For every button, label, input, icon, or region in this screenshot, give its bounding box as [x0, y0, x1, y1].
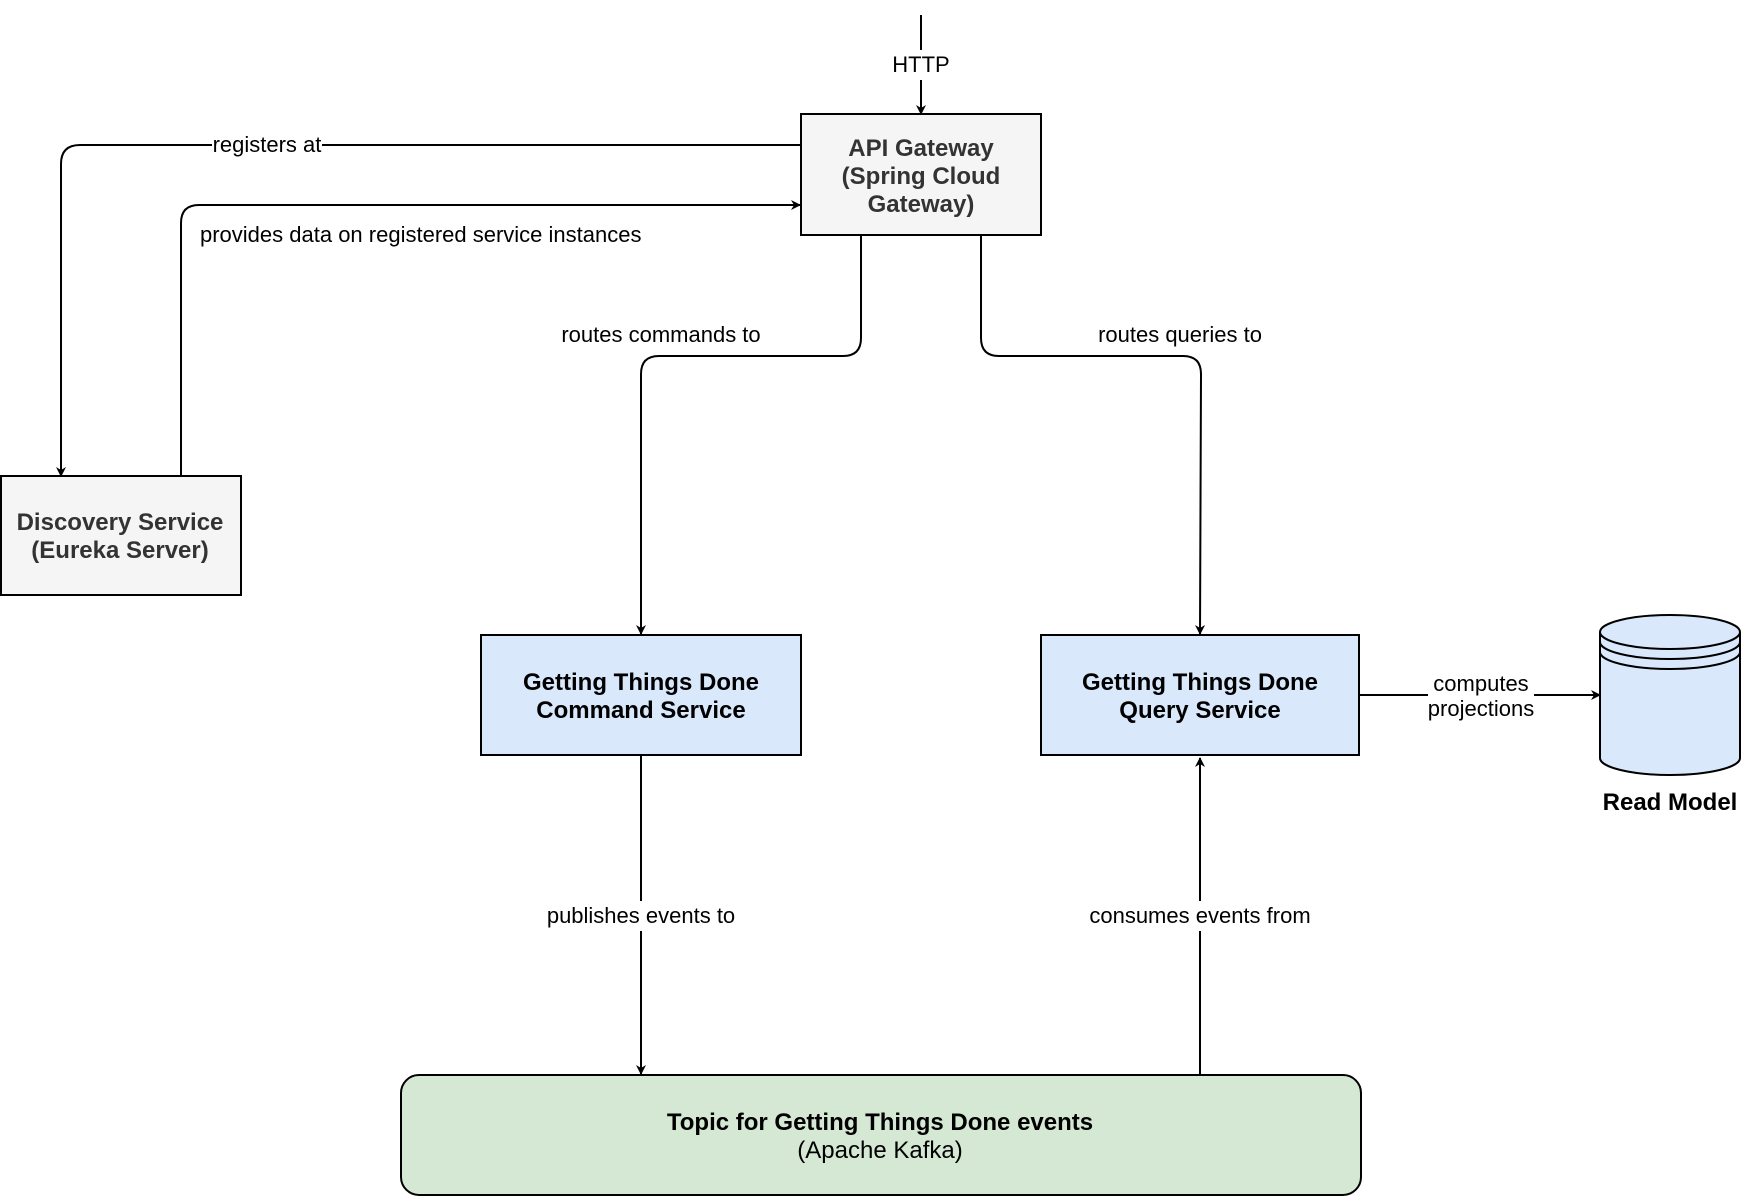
node-api-gateway: API Gateway (Spring Cloud Gateway) — [800, 113, 1042, 236]
edge-label-computes-projections-line2: projections — [1428, 696, 1534, 721]
read-model-cylinder-top — [1599, 614, 1741, 650]
command-service-box — [480, 634, 802, 756]
api-gateway-box — [800, 113, 1042, 236]
api-gateway-subtitle-2: Gateway) — [868, 191, 975, 218]
discovery-service-box — [0, 475, 242, 596]
edge-label-routes-commands: routes commands to — [561, 322, 760, 347]
discovery-service-title: Discovery Service — [17, 509, 224, 536]
kafka-topic-box — [400, 1074, 1362, 1196]
read-model-label: Read Model — [1603, 789, 1738, 816]
query-service-title: Getting Things Done — [1082, 669, 1318, 696]
kafka-topic-title: Topic for Getting Things Done events — [667, 1109, 1093, 1136]
edge-label-http: HTTP — [892, 52, 949, 77]
command-service-subtitle: Command Service — [536, 697, 745, 724]
query-service-subtitle: Query Service — [1119, 697, 1280, 724]
edge-computes-projections: computes projections — [1359, 670, 1601, 724]
edge-routes-queries: routes queries to — [980, 236, 1262, 635]
edge-provides-data: provides data on registered service inst… — [180, 200, 801, 476]
edge-consumes-events: consumes events from — [1082, 757, 1318, 1074]
api-gateway-subtitle-1: (Spring Cloud — [842, 163, 1001, 190]
edge-label-registers-at: registers at — [213, 132, 322, 157]
edge-routes-commands: routes commands to — [561, 236, 862, 635]
query-service-box — [1040, 634, 1360, 756]
edge-publishes-events: publishes events to — [540, 756, 742, 1075]
node-query-service: Getting Things Done Query Service — [1040, 634, 1360, 756]
node-command-service: Getting Things Done Command Service — [480, 634, 802, 756]
edge-label-routes-queries: routes queries to — [1098, 322, 1262, 347]
node-kafka-topic: Topic for Getting Things Done events (Ap… — [400, 1074, 1362, 1196]
kafka-topic-subtitle: (Apache Kafka) — [797, 1137, 962, 1164]
edge-http: HTTP — [888, 15, 954, 115]
database-cylinder-icon — [1599, 614, 1741, 776]
edge-label-publishes-events: publishes events to — [547, 903, 735, 928]
edge-label-provides-data: provides data on registered service inst… — [200, 222, 641, 247]
node-discovery-service: Discovery Service (Eureka Server) — [0, 475, 242, 596]
command-service-title: Getting Things Done — [523, 669, 759, 696]
api-gateway-title: API Gateway — [848, 135, 994, 162]
node-read-model: Read Model — [1599, 614, 1741, 816]
edge-label-computes-projections-line1: computes — [1433, 671, 1528, 696]
edge-label-consumes-events: consumes events from — [1089, 903, 1310, 928]
discovery-service-subtitle: (Eureka Server) — [31, 537, 208, 564]
edge-registers-at: registers at — [56, 131, 801, 477]
